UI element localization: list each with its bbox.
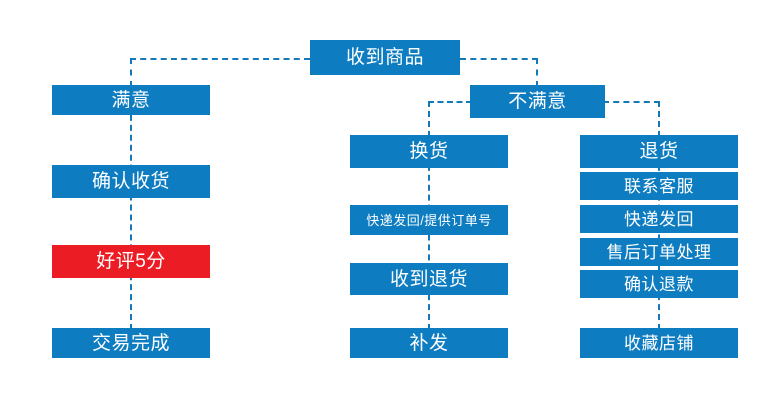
node-refund-step-3[interactable]: 售后订单处理 <box>580 238 738 266</box>
connector-unsatisfied-right-drop <box>658 101 660 137</box>
node-satisfied[interactable]: 满意 <box>52 85 210 115</box>
connector-root-bus-right <box>460 58 538 60</box>
node-exchange-step-2[interactable]: 收到退货 <box>350 263 508 295</box>
node-exchange-step-3[interactable]: 补发 <box>350 328 508 358</box>
connector-unsatisfied-right-arm <box>603 101 660 103</box>
node-exchange[interactable]: 换货 <box>350 135 508 168</box>
connector-root-bus-left <box>130 58 310 60</box>
connector-unsatisfied-left-arm <box>428 101 472 103</box>
node-satisfied-step-1[interactable]: 确认收货 <box>52 165 210 198</box>
node-refund-step-2[interactable]: 快递发回 <box>580 205 738 233</box>
connector-unsatisfied-left-drop <box>428 101 430 137</box>
node-refund-step-5[interactable]: 收藏店铺 <box>580 328 738 358</box>
connector-to-unsatisfied <box>536 58 538 87</box>
connector-satisfied-spine <box>130 85 132 330</box>
connector-to-satisfied <box>130 58 132 87</box>
node-exchange-step-1[interactable]: 快递发回/提供订单号 <box>350 205 508 235</box>
node-refund[interactable]: 退货 <box>580 135 738 168</box>
node-satisfied-step-3[interactable]: 交易完成 <box>52 328 210 358</box>
node-satisfied-step-2-highlight[interactable]: 好评5分 <box>52 245 210 278</box>
node-refund-step-1[interactable]: 联系客服 <box>580 172 738 200</box>
node-root-received-product[interactable]: 收到商品 <box>310 40 460 75</box>
node-refund-step-4[interactable]: 确认退款 <box>580 270 738 298</box>
node-unsatisfied[interactable]: 不满意 <box>470 85 605 118</box>
